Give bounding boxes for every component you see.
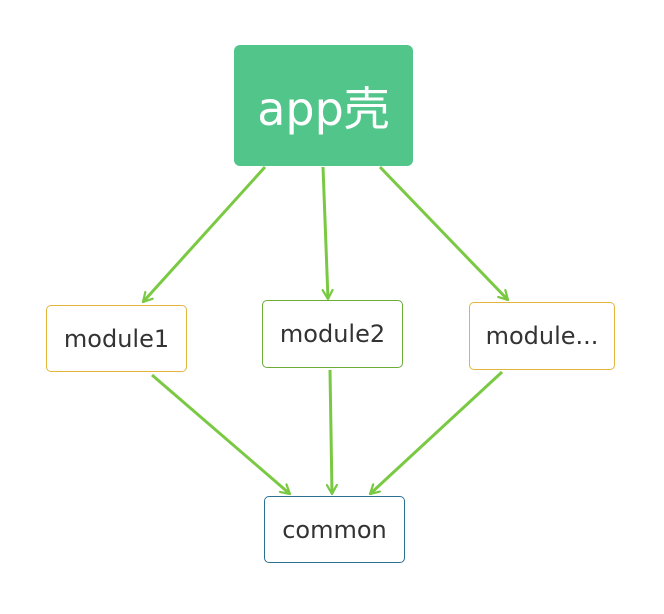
edge-module2-to-common [330, 369, 332, 494]
node-module1-label: module1 [63, 324, 170, 353]
node-module1: module1 [46, 305, 187, 372]
edge-module1-to-common [151, 373, 290, 496]
node-common: common [264, 496, 405, 563]
edge-module-more-to-common [370, 370, 504, 496]
node-module-more: module... [469, 302, 615, 370]
node-app-shell: app壳 [234, 45, 413, 166]
node-app-shell-label: app壳 [257, 81, 390, 136]
edge-app-to-module1 [141, 165, 267, 302]
node-module2: module2 [262, 300, 403, 368]
edge-app-to-module-more [378, 165, 508, 300]
node-module-more-label: module... [485, 322, 599, 350]
node-common-label: common [282, 515, 387, 544]
edge-app-to-module2 [321, 166, 328, 299]
node-module2-label: module2 [279, 320, 386, 348]
